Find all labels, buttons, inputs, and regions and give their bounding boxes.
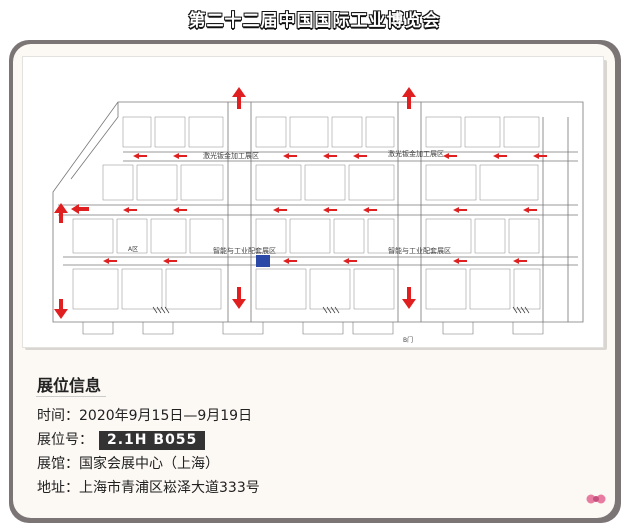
time-label: 时间： bbox=[37, 408, 79, 424]
time-value: 2020年9月15日—9月19日 bbox=[79, 408, 253, 424]
exit-arrow-icon bbox=[232, 287, 246, 309]
venue-label: 展馆： bbox=[37, 456, 79, 472]
heading-divider bbox=[36, 396, 106, 397]
address-value: 上海市青浦区崧泽大道333号 bbox=[79, 480, 260, 496]
zone-label: 激光钣金加工展区 bbox=[203, 151, 259, 160]
zone-label: 智能与工业配套展区 bbox=[213, 246, 276, 255]
entrance-arrow-icon bbox=[402, 87, 416, 109]
address-row: 地址：上海市青浦区崧泽大道333号 bbox=[37, 477, 260, 497]
zone-label: 激光钣金加工展区 bbox=[388, 149, 444, 158]
exit-arrow-icon bbox=[54, 299, 68, 319]
venue-row: 展馆：国家会展中心（上海） bbox=[37, 453, 219, 473]
floor-plan-map[interactable]: 激光钣金加工展区 激光钣金加工展区 智能与工业配套展区 智能与工业配套展区 A区… bbox=[22, 56, 604, 348]
page-title: 第二十二届中国国际工业博览会 bbox=[188, 11, 441, 31]
zone-label: 智能与工业配套展区 bbox=[388, 246, 451, 255]
entrance-arrow-icon bbox=[232, 87, 246, 109]
time-row: 时间：2020年9月15日—9月19日 bbox=[37, 405, 252, 425]
door-label: A区 bbox=[128, 246, 138, 253]
booth-row: 展位号： 2.1H B055 bbox=[37, 429, 206, 450]
address-label: 地址： bbox=[37, 480, 79, 496]
exit-arrow-icon bbox=[402, 287, 416, 309]
booth-label: 展位号： bbox=[37, 432, 93, 448]
floor-plan-drawing: 激光钣金加工展区 激光钣金加工展区 智能与工业配套展区 智能与工业配套展区 A区… bbox=[52, 87, 584, 344]
booth-number-badge: 2.1H B055 bbox=[99, 431, 206, 450]
arrow-left-icon bbox=[71, 204, 89, 214]
info-heading: 展位信息 bbox=[37, 376, 102, 395]
decorative-ornament-icon bbox=[586, 494, 606, 504]
venue-value: 国家会展中心（上海） bbox=[79, 456, 219, 472]
door-label: B门 bbox=[403, 336, 413, 344]
entrance-arrow-icon bbox=[54, 203, 68, 223]
